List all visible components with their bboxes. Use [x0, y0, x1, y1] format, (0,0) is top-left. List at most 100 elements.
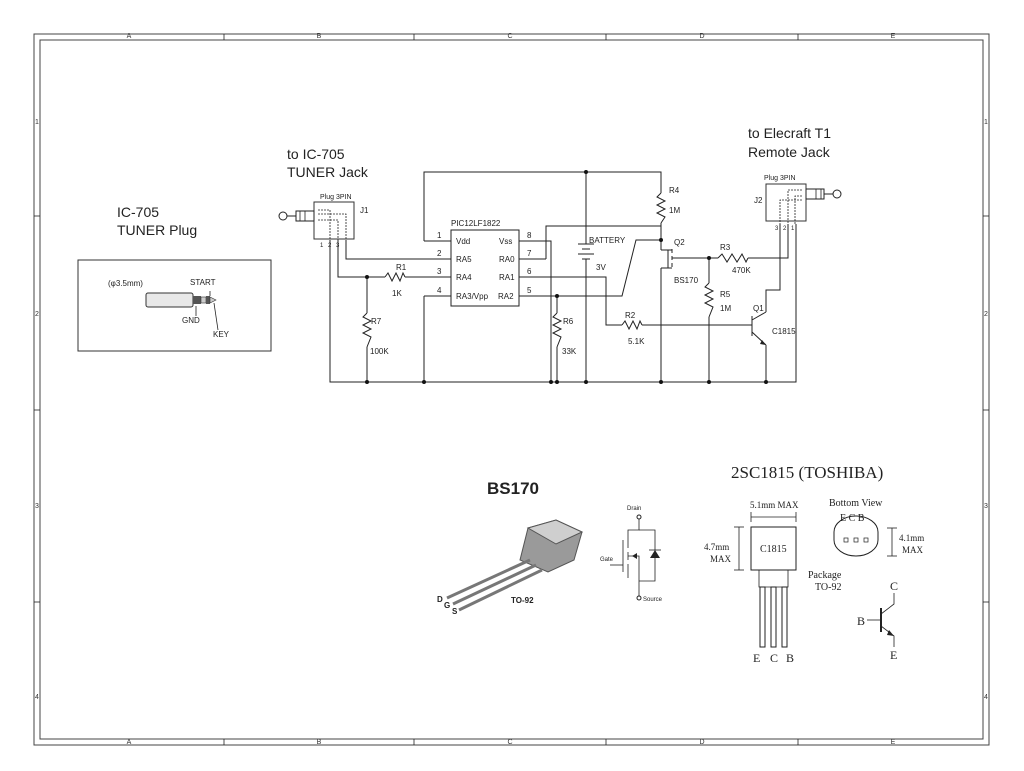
frame-row-labels-left: 1 2 3 4 — [35, 119, 39, 701]
jack-j1: Plug 3PIN J1 1 2 3 — [278, 194, 369, 249]
col-label: A — [127, 739, 132, 746]
svg-text:E: E — [890, 648, 897, 662]
svg-text:TO-92: TO-92 — [511, 596, 534, 605]
junction-dots — [365, 170, 768, 384]
row-label: 2 — [984, 311, 988, 318]
svg-text:J1: J1 — [360, 206, 369, 215]
col-label: E — [891, 33, 896, 40]
battery-symbol: BATTERY 3V — [578, 236, 626, 272]
svg-text:IC-705: IC-705 — [117, 204, 159, 220]
svg-text:B: B — [786, 651, 794, 665]
svg-text:R3: R3 — [720, 243, 731, 252]
svg-text:RA0: RA0 — [499, 255, 515, 264]
svg-text:RA4: RA4 — [456, 273, 472, 282]
heading-ic705-plug: IC-705 TUNER Plug — [117, 204, 197, 238]
svg-text:3V: 3V — [596, 263, 606, 272]
transistor-q1: Q1 C1815 — [751, 304, 796, 346]
col-label: D — [699, 33, 704, 40]
resistor-r4: R4 1M — [655, 186, 680, 224]
svg-text:5: 5 — [527, 286, 532, 295]
row-label: 1 — [984, 119, 988, 126]
svg-text:Plug 3PIN: Plug 3PIN — [764, 175, 796, 182]
bs170-symbol: Drain Gate Source — [600, 506, 663, 603]
border-frame — [33, 33, 990, 746]
col-label: B — [317, 739, 322, 746]
svg-text:MAX: MAX — [710, 554, 732, 564]
svg-text:Remote Jack: Remote Jack — [748, 144, 831, 160]
svg-text:MAX: MAX — [902, 545, 924, 555]
frame-row-labels-right: 1 2 3 4 — [984, 119, 988, 701]
svg-text:S: S — [452, 607, 458, 616]
svg-text:D: D — [437, 595, 443, 604]
svg-text:BS170: BS170 — [674, 276, 699, 285]
svg-text:TUNER Jack: TUNER Jack — [287, 164, 369, 180]
svg-text:1M: 1M — [720, 304, 731, 313]
svg-text:4: 4 — [437, 286, 442, 295]
col-label: E — [891, 739, 896, 746]
resistor-r3: R3 470K — [717, 243, 751, 275]
row-label: 3 — [984, 503, 988, 510]
heading-elecraft-jack: to Elecraft T1 Remote Jack — [748, 125, 831, 160]
ic-pic12lf1822: PIC12LF1822 1 2 3 4 Vdd RA5 RA4 RA3/Vpp … — [424, 219, 546, 307]
bs170-title: BS170 — [487, 479, 539, 498]
svg-text:100K: 100K — [370, 347, 389, 356]
svg-text:TUNER Plug: TUNER Plug — [117, 222, 197, 238]
svg-text:7: 7 — [527, 249, 532, 258]
svg-text:E C B: E C B — [840, 513, 865, 524]
row-label: 4 — [35, 694, 39, 701]
svg-text:4.7mm: 4.7mm — [704, 542, 729, 552]
svg-text:R2: R2 — [625, 311, 636, 320]
bs170-package: BS170 D G S TO-92 — [437, 479, 584, 616]
svg-text:1: 1 — [437, 231, 442, 240]
col-label: B — [317, 33, 322, 40]
svg-text:TO-92: TO-92 — [815, 582, 841, 593]
svg-text:C: C — [890, 579, 898, 593]
svg-text:33K: 33K — [562, 347, 577, 356]
svg-text:5.1K: 5.1K — [628, 337, 645, 346]
svg-text:5.1mm MAX: 5.1mm MAX — [750, 500, 799, 510]
svg-text:J2: J2 — [754, 196, 763, 205]
svg-text:Vdd: Vdd — [456, 237, 470, 246]
svg-text:R5: R5 — [720, 290, 731, 299]
mosfet-q2: Q2 BS170 — [661, 238, 699, 285]
svg-text:2: 2 — [437, 249, 442, 258]
resistor-r6: R6 33K — [551, 312, 577, 356]
svg-text:6: 6 — [527, 267, 532, 276]
svg-text:RA1: RA1 — [499, 273, 515, 282]
svg-text:C1815: C1815 — [760, 544, 787, 555]
row-label: 4 — [984, 694, 988, 701]
heading-ic705-jack: to IC-705 TUNER Jack — [287, 146, 369, 180]
svg-text:RA5: RA5 — [456, 255, 472, 264]
frame-column-labels-bottom: A B C D E — [127, 739, 896, 746]
svg-text:R1: R1 — [396, 263, 407, 272]
svg-text:Drain: Drain — [627, 506, 641, 512]
start-label: START — [190, 278, 216, 287]
col-label: C — [507, 33, 512, 40]
svg-text:2: 2 — [783, 226, 787, 232]
svg-text:Plug 3PIN: Plug 3PIN — [320, 194, 352, 201]
c1815-datasheet: 2SC1815 (TOSHIBA) 5.1mm MAX C1815 4.7mm … — [704, 463, 924, 665]
svg-text:C1815: C1815 — [772, 327, 796, 336]
svg-text:8: 8 — [527, 231, 532, 240]
plug-diameter: (φ3.5mm) — [108, 279, 143, 288]
resistor-r5: R5 1M — [703, 282, 731, 318]
svg-text:1K: 1K — [392, 289, 402, 298]
svg-text:3: 3 — [437, 267, 442, 276]
circuit-wires — [329, 171, 797, 383]
svg-text:R6: R6 — [563, 317, 574, 326]
row-label: 1 — [35, 119, 39, 126]
svg-text:C: C — [770, 651, 778, 665]
svg-text:to IC-705: to IC-705 — [287, 146, 345, 162]
svg-text:Q2: Q2 — [674, 238, 685, 247]
row-label: 2 — [35, 311, 39, 318]
key-label: KEY — [213, 330, 230, 339]
svg-text:RA3/Vpp: RA3/Vpp — [456, 292, 489, 301]
svg-text:Package: Package — [808, 570, 842, 581]
ic-name: PIC12LF1822 — [451, 219, 501, 228]
svg-text:1: 1 — [791, 226, 795, 232]
svg-text:470K: 470K — [732, 266, 751, 275]
resistor-r7: R7 100K — [361, 312, 389, 356]
svg-text:G: G — [444, 601, 450, 610]
svg-text:R7: R7 — [371, 317, 382, 326]
